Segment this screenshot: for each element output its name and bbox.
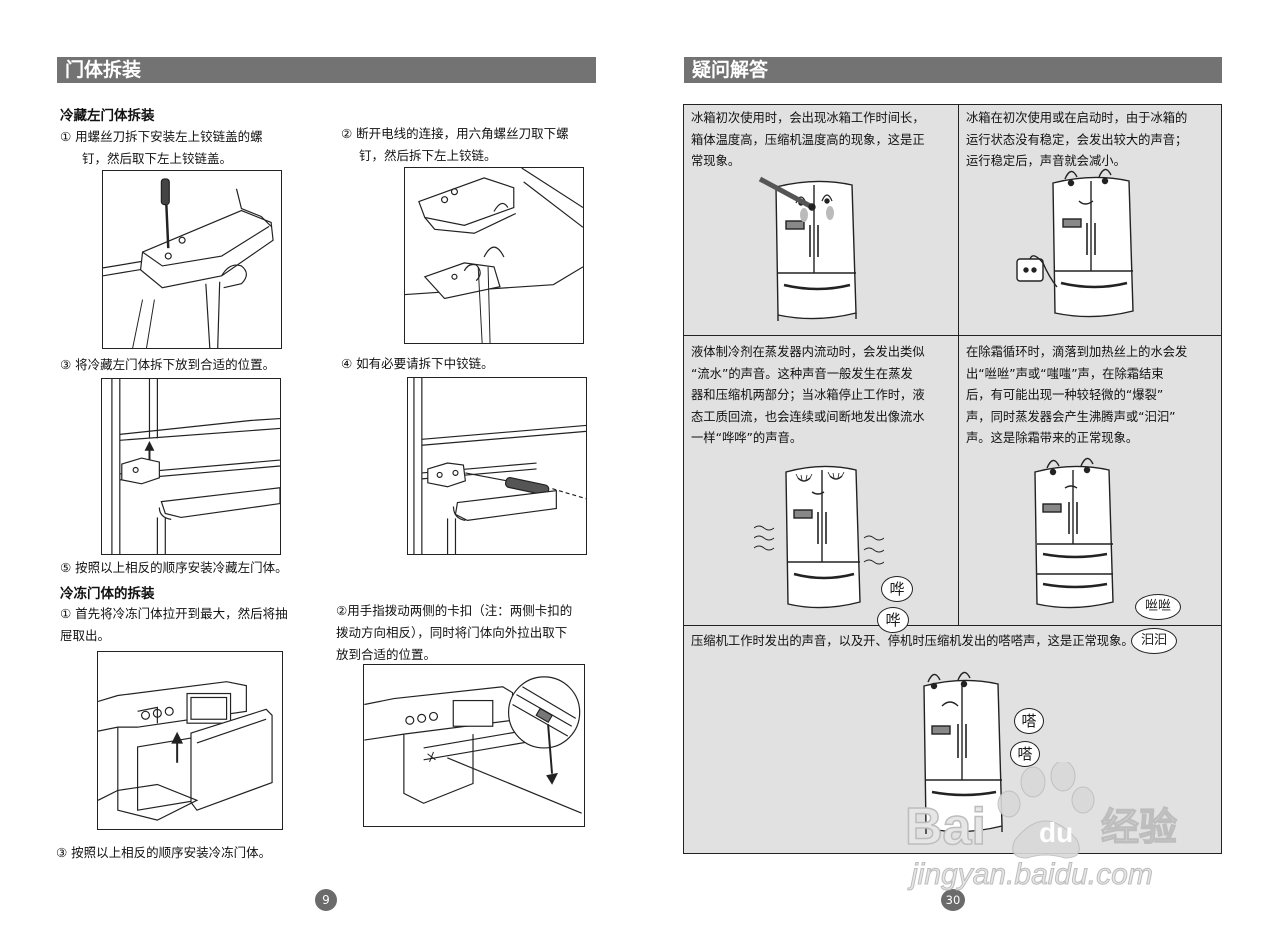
step-4: ④ 如有必要请拆下中铰链。 bbox=[341, 356, 494, 371]
step-5: ⑤ 按照以上相反的顺序安装冷藏左门体。 bbox=[60, 560, 288, 575]
qa-2-line-2: 运行状态没有稳定，会发出较大的声音； bbox=[966, 132, 1188, 147]
qa-3-line-2: “流水”的声音。这种声音一般发生在蒸发 bbox=[691, 366, 913, 381]
baidu-jingyan-watermark: Bai du 经验 jingyan.baidu.com bbox=[905, 762, 1205, 892]
bubble-gu-text: 汩汩 bbox=[1140, 633, 1167, 648]
figure-remove-middle-hinge bbox=[407, 377, 587, 555]
step-1-line-2: 钉，然后取下左上铰链盖。 bbox=[82, 151, 233, 166]
fridge-startup-figure bbox=[1013, 167, 1143, 332]
step-2-line-2: 钉，然后拆下左上铰链。 bbox=[359, 148, 497, 163]
bubble-hua-2-text: 哗 bbox=[885, 611, 901, 629]
bubble-da-1: 嗒 bbox=[1014, 708, 1044, 734]
left-page-header: 门体拆装 bbox=[57, 57, 596, 83]
qa-grid: 冰箱初次使用时，会出现冰箱工作时间长， 箱体温度高，压缩机温度高的现象，这是正 … bbox=[683, 104, 1222, 854]
freezer-step-1-line-1: ① 首先将冷冻门体拉开到最大，然后将抽 bbox=[60, 606, 288, 621]
freezer-step-2-line-3: 放到合适的位置。 bbox=[336, 647, 437, 662]
bubble-si: 咝咝 bbox=[1135, 594, 1181, 620]
qa-cell-4: 在除霜循环时，滴落到加热丝上的水会发 出“咝咝”声或“嗤嗤”声，在除霜结束 后，… bbox=[959, 336, 1221, 654]
qa-2-line-1: 冰箱在初次使用或在启动时，由于冰箱的 bbox=[966, 111, 1188, 125]
bubble-gu: 汩汩 bbox=[1131, 628, 1177, 654]
freezer-step-2: ②用手指拨动两侧的卡扣（注：两侧卡扣的 拨动方向相反），同时将门体向外拉出取下 … bbox=[336, 600, 606, 666]
bubble-hua-1-text: 哗 bbox=[889, 580, 905, 598]
figure-freezer-clip-detail bbox=[363, 664, 585, 827]
bubble-hua-1: 哗 bbox=[881, 576, 913, 602]
qa-3-line-1: 液体制冷剂在蒸发器内流动时，会发出类似 bbox=[691, 345, 925, 359]
fridge-compressor-figure bbox=[910, 666, 1020, 844]
step-1-line-1: ① 用螺丝刀拆下安装左上铰链盖的螺 bbox=[60, 129, 263, 144]
qa-cell-3: 液体制冷剂在蒸发器内流动时，会发出类似 “流水”的声音。这种声音一般发生在蒸发 … bbox=[684, 336, 959, 633]
bubble-si-text: 咝咝 bbox=[1144, 599, 1171, 614]
svg-text:经验: 经验 bbox=[1101, 805, 1177, 849]
fridge-defrost-figure bbox=[1021, 454, 1131, 619]
bubble-da-2: 嗒 bbox=[1010, 741, 1040, 767]
qa-4-line-1: 在除霜循环时，滴落到加热丝上的水会发 bbox=[966, 345, 1188, 359]
qa-cell-2-text: 冰箱在初次使用或在启动时，由于冰箱的 运行状态没有稳定，会发出较大的声音； 运行… bbox=[966, 108, 1214, 173]
qa-cell-1-text: 冰箱初次使用时，会出现冰箱工作时间长， 箱体温度高，压缩机温度高的现象，这是正 … bbox=[691, 108, 951, 173]
figure-hinge-cover-removal bbox=[102, 170, 282, 349]
qa-3-line-4: 态工质回流，也会连续或间断地发出像流水 bbox=[691, 409, 925, 424]
step-2: ② 断开电线的连接，用六角螺丝刀取下螺 钉，然后拆下左上铰链。 bbox=[341, 123, 601, 167]
figure-remove-left-door bbox=[101, 378, 281, 555]
qa-4-line-3: 后，有可能出现一种较轻微的“爆裂” bbox=[966, 388, 1164, 402]
qa-4-line-2: 出“咝咝”声或“嗤嗤”声，在除霜结束 bbox=[966, 366, 1164, 381]
qa-1-line-1: 冰箱初次使用时，会出现冰箱工作时间长， bbox=[691, 111, 925, 125]
step-2-line-1: ② 断开电线的连接，用六角螺丝刀取下螺 bbox=[341, 126, 569, 141]
freezer-step-2-line-2: 拨动方向相反），同时将门体向外拉出取下 bbox=[336, 625, 568, 640]
qa-4-line-4: 声，同时蒸发器会产生沸腾声或“汩汩” bbox=[966, 409, 1176, 424]
freezer-step-1-line-2: 屉取出。 bbox=[60, 628, 111, 643]
qa-cell-1: 冰箱初次使用时，会出现冰箱工作时间长， 箱体温度高，压缩机温度高的现象，这是正 … bbox=[684, 105, 959, 336]
figure-upper-hinge-removal bbox=[404, 167, 584, 344]
freezer-step-1: ① 首先将冷冻门体拉开到最大，然后将抽 屉取出。 bbox=[60, 603, 330, 647]
qa-4-line-5: 声。这是除霜带来的正常现象。 bbox=[966, 431, 1139, 445]
qa-cell-3-text: 液体制冷剂在蒸发器内流动时，会发出类似 “流水”的声音。这种声音一般发生在蒸发 … bbox=[691, 342, 951, 450]
figure-freezer-drawer-pull bbox=[97, 651, 283, 830]
qa-cell-2: 冰箱在初次使用或在启动时，由于冰箱的 运行状态没有稳定，会发出较大的声音； 运行… bbox=[959, 105, 1221, 336]
freezer-step-2-line-1: ②用手指拨动两侧的卡扣（注：两侧卡扣的 bbox=[336, 603, 573, 618]
qa-3-line-5: 一样“哗哗”的声音。 bbox=[691, 431, 803, 445]
qa-cell-4-text: 在除霜循环时，滴落到加热丝上的水会发 出“咝咝”声或“嗤嗤”声，在除霜结束 后，… bbox=[966, 342, 1214, 450]
freezer-step-3: ③ 按照以上相反的顺序安装冷冻门体。 bbox=[56, 845, 272, 860]
qa-3-line-3: 器和压缩机两部分；当冰箱停止工作时，液 bbox=[691, 388, 925, 402]
step-3: ③ 将冷藏左门体拆下放到合适的位置。 bbox=[60, 357, 276, 372]
right-page-header: 疑问解答 bbox=[684, 57, 1222, 83]
qa-2-line-3: 运行稳定后，声音就会减小。 bbox=[966, 154, 1126, 168]
qa-1-line-2: 箱体温度高，压缩机温度高的现象，这是正 bbox=[691, 132, 925, 147]
section-fridge-left-door: 冷藏左门体拆装 bbox=[60, 108, 155, 124]
section-freezer-door: 冷冻门体的拆装 bbox=[60, 586, 155, 602]
qa-cell-5: 压缩机工作时发出的声音，以及开、停机时压缩机发出的嗒嗒声，这是正常现象。 嗒 嗒 bbox=[684, 626, 1221, 852]
bubble-da-2-text: 嗒 bbox=[1017, 745, 1033, 763]
qa-cell-5-text: 压缩机工作时发出的声音，以及开、停机时压缩机发出的嗒嗒声，这是正常现象。 bbox=[691, 634, 1134, 648]
svg-text:du: du bbox=[1039, 817, 1073, 848]
qa-1-line-3: 常现象。 bbox=[691, 154, 741, 168]
watermark-logo-text: Bai bbox=[905, 798, 986, 856]
fridge-flow-figure bbox=[754, 458, 884, 618]
right-page-number: 30 bbox=[941, 889, 965, 911]
watermark-url: jingyan.baidu.com bbox=[907, 858, 1153, 891]
step-1: ① 用螺丝刀拆下安装左上铰链盖的螺 钉，然后取下左上铰链盖。 bbox=[60, 126, 310, 170]
bubble-hua-2: 哗 bbox=[877, 607, 909, 633]
bubble-da-1-text: 嗒 bbox=[1021, 712, 1037, 730]
left-page-number: 9 bbox=[315, 889, 337, 911]
fridge-hot-figure bbox=[756, 173, 866, 333]
